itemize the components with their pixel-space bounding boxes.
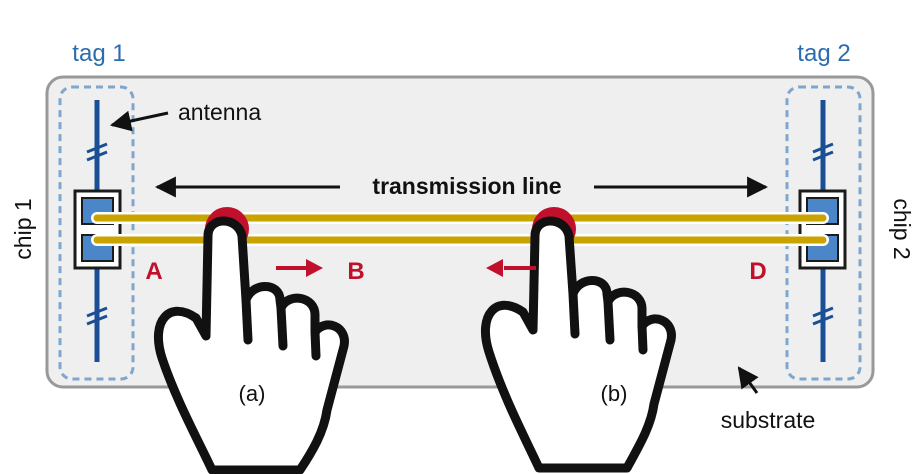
antenna-label: antenna <box>178 99 261 125</box>
direction-arrow-left <box>486 259 536 277</box>
point-d-label: D <box>749 258 766 285</box>
tag-2-outline <box>785 85 862 381</box>
hand-a-icon <box>153 216 349 474</box>
substrate-label: substrate <box>721 407 816 433</box>
tag-1-label: tag 1 <box>72 40 125 67</box>
chip-2-label: chip 2 <box>889 198 915 259</box>
hand-b-caption: (b) <box>601 381 628 406</box>
chip-1-label: chip 1 <box>10 198 36 259</box>
transmission-line-label: transmission line <box>372 173 561 199</box>
point-a-label: A <box>145 258 162 285</box>
tag-2-label: tag 2 <box>797 40 850 67</box>
tag-1-outline <box>58 85 135 381</box>
substrate-pointer-arrow <box>737 366 759 394</box>
direction-arrow-right <box>276 259 323 277</box>
antenna-break-marks <box>86 142 834 326</box>
antenna-pointer-arrow <box>109 110 169 132</box>
hand-a-caption: (a) <box>239 381 266 406</box>
hand-b-icon <box>480 216 676 473</box>
chip-2 <box>798 189 847 270</box>
point-b-label: B <box>347 258 364 285</box>
chip-1 <box>73 189 122 270</box>
